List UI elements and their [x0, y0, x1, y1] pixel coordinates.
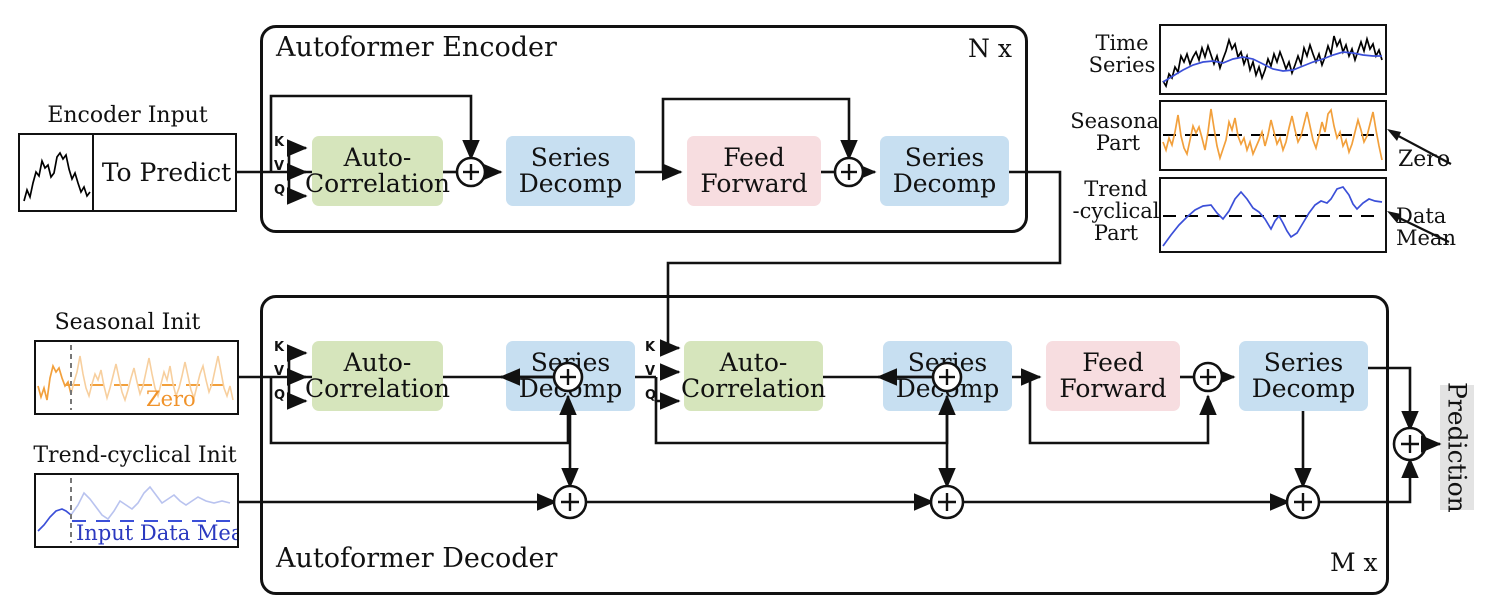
- prediction-output-label: Prediction: [1440, 382, 1474, 513]
- decoder-kvq2-k: K: [645, 340, 656, 355]
- data-mean-annotation-label: Data Mean: [1396, 205, 1482, 249]
- caption-line2: Series: [1088, 53, 1156, 78]
- encoder-input-panel: To Predict: [18, 133, 237, 212]
- plot-trend-cyclical-part: [1159, 177, 1387, 253]
- annotation-line2: Mean: [1396, 226, 1456, 251]
- decomp-caption-trend-part: Trend -cyclical Part: [1064, 178, 1168, 244]
- caption-line1: Trend: [1084, 177, 1148, 201]
- decomp-caption-time-series: Time Series: [1078, 32, 1166, 76]
- block-label-line1: Auto-: [719, 348, 788, 377]
- block-label-line2: Decomp: [518, 374, 623, 403]
- data-mean-annotation-arrow: [1387, 211, 1450, 243]
- block-label-line2: Correlation: [681, 374, 826, 403]
- block-label-line1: Feed: [1082, 348, 1144, 377]
- encoder-input-caption: Encoder Input: [47, 103, 208, 128]
- caption-line3: Part: [1093, 221, 1139, 246]
- block-label-line2: Forward: [700, 169, 808, 198]
- block-label-line1: Feed: [723, 143, 785, 172]
- zero-annotation-label: Zero: [1398, 147, 1451, 172]
- encoder-kvq-k: K: [274, 135, 285, 150]
- caption-line1: Seasonal: [1070, 109, 1166, 133]
- encoder-input-history-plot: [20, 135, 94, 210]
- block-dec-decomp-1[interactable]: Series Decomp: [506, 341, 635, 411]
- block-enc-decomp-2[interactable]: Series Decomp: [880, 136, 1009, 206]
- svg-text:Input Data Mean: Input Data Mean: [76, 521, 237, 545]
- encoder-kvq-q: Q: [274, 183, 286, 198]
- decoder-kvq1-v: V: [274, 364, 285, 379]
- block-label-line1: Auto-: [343, 143, 412, 172]
- block-dec-autocorr-2[interactable]: Auto- Correlation: [681, 341, 826, 411]
- annotation-line1: Data: [1396, 204, 1447, 228]
- block-label-line1: Series: [1263, 348, 1344, 377]
- plot-seasonal-part: [1159, 100, 1387, 171]
- block-enc-decomp-1[interactable]: Series Decomp: [506, 136, 635, 206]
- decoder-kvq2-q: Q: [645, 388, 657, 403]
- block-label-line2: Correlation: [305, 169, 450, 198]
- seasonal-init-panel: Zero: [34, 340, 239, 415]
- encoder-input-to-predict-label: To Predict: [101, 158, 232, 187]
- block-enc-autocorr[interactable]: Auto- Correlation: [305, 136, 450, 206]
- plot-time-series: [1159, 24, 1387, 95]
- block-label-line1: Series: [904, 143, 985, 172]
- block-label-line2: Correlation: [305, 374, 450, 403]
- block-enc-ff[interactable]: Feed Forward: [687, 136, 821, 206]
- block-label-line2: Decomp: [518, 169, 623, 198]
- decoder-kvq1-q: Q: [274, 388, 286, 403]
- encoder-title: Autoformer Encoder: [276, 32, 557, 63]
- caption-line1: Time: [1095, 31, 1149, 55]
- trend-init-panel: Input Data Mean: [34, 473, 257, 548]
- block-dec-ff[interactable]: Feed Forward: [1046, 341, 1180, 411]
- svg-text:Zero: Zero: [146, 387, 196, 411]
- encoder-repeat-label: N x: [968, 34, 1012, 63]
- decomp-caption-seasonal-part: Seasonal Part: [1068, 110, 1168, 154]
- block-label-line1: Series: [530, 348, 611, 377]
- decoder-title: Autoformer Decoder: [276, 543, 558, 574]
- block-dec-autocorr-1[interactable]: Auto- Correlation: [305, 341, 450, 411]
- decoder-repeat-label: M x: [1330, 548, 1378, 577]
- caption-line2: Part: [1095, 131, 1141, 156]
- caption-line2: -cyclical: [1072, 199, 1160, 224]
- seasonal-init-caption: Seasonal Init: [54, 310, 201, 335]
- zero-annotation-arrow: [1387, 129, 1452, 165]
- block-label-line2: Decomp: [895, 374, 1000, 403]
- encoder-kvq-v: V: [274, 159, 285, 174]
- block-label-line2: Forward: [1059, 374, 1167, 403]
- block-label-line1: Auto-: [343, 348, 412, 377]
- block-label-line1: Series: [530, 143, 611, 172]
- block-dec-decomp-2[interactable]: Series Decomp: [883, 341, 1012, 411]
- block-label-line2: Decomp: [1251, 374, 1356, 403]
- block-label-line2: Decomp: [892, 169, 997, 198]
- block-dec-decomp-3[interactable]: Series Decomp: [1239, 341, 1368, 411]
- block-label-line1: Series: [907, 348, 988, 377]
- trend-init-caption: Trend-cyclical Init: [33, 443, 237, 468]
- decoder-kvq1-k: K: [274, 340, 285, 355]
- decoder-kvq2-v: V: [645, 364, 656, 379]
